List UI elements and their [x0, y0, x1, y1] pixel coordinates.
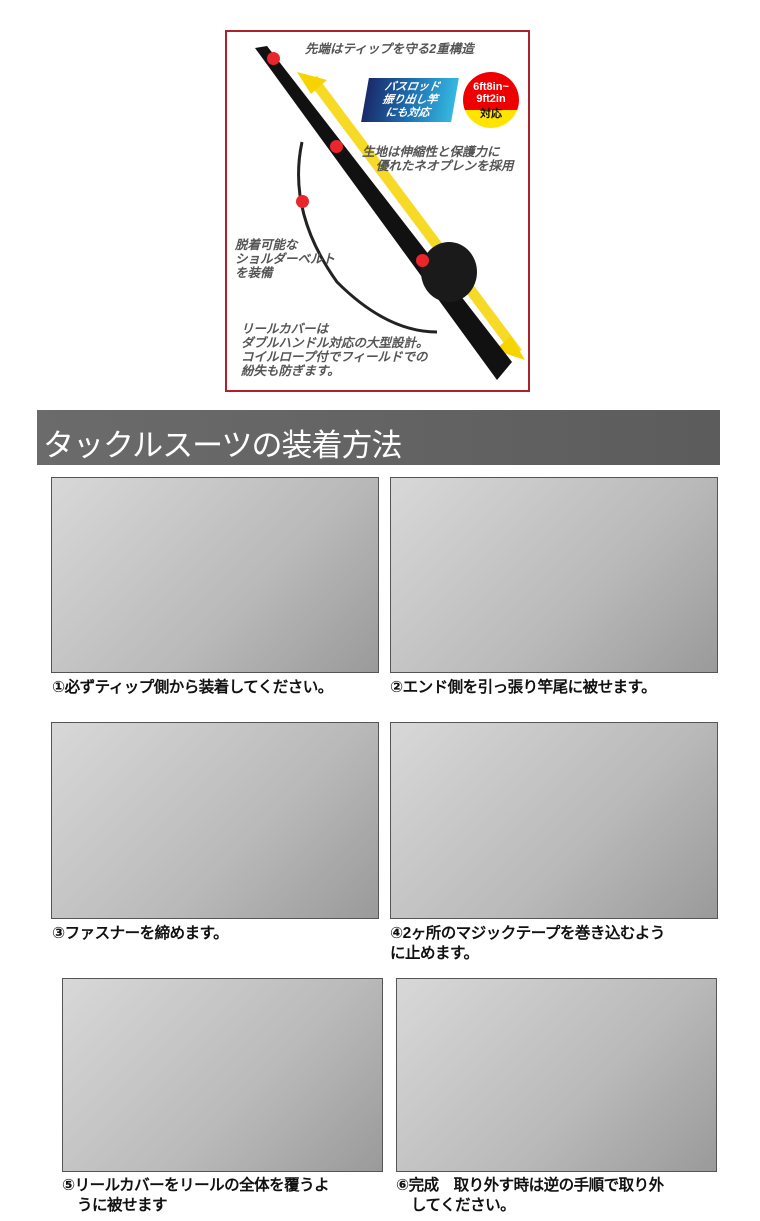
step-1-photo: [51, 477, 379, 673]
step-4-caption: ④2ヶ所のマジックテープを巻き込むよう に止めます。: [390, 924, 665, 964]
caption-line: ⑤リールカバーをリールの全体を覆うよ: [62, 1177, 330, 1194]
step-5-photo: [62, 978, 383, 1172]
note-line: を装備: [235, 266, 273, 280]
step-5-caption: ⑤リールカバーをリールの全体を覆うよ うに被せます: [62, 1176, 330, 1216]
badge-line: 9ft2in: [476, 93, 506, 105]
step-3-caption: ③ファスナーを締めます。: [52, 924, 229, 944]
section-banner: タックルスーツの装着方法: [37, 410, 720, 465]
caption-line: ③ファスナーを締めます。: [52, 925, 229, 942]
product-feature-image: 先端はティップを守る2重構造 バスロッド 振り出し竿 にも対応 6ft8in~ …: [225, 30, 530, 392]
note-line: 脱着可能な: [235, 238, 298, 252]
callout-dot: [416, 254, 429, 267]
step-4-photo: [390, 722, 718, 919]
badge-line: 振り出し竿: [381, 94, 439, 106]
caption-line: してください。: [396, 1197, 516, 1214]
bass-rod-badge: バスロッド 振り出し竿 にも対応: [361, 78, 459, 122]
note-line: ダブルハンドル対応の大型設計。: [241, 336, 429, 350]
note-line: リールカバーは: [241, 322, 329, 336]
caption-line: ④2ヶ所のマジックテープを巻き込むよう: [390, 925, 665, 942]
step-2-caption: ②エンド側を引っ張り竿尾に被せます。: [390, 678, 657, 698]
reel-cover: [421, 242, 477, 302]
note-line: 紛失も防ぎます。: [241, 364, 340, 378]
step-6-caption: ⑥完成 取り外す時は逆の手順で取り外 してください。: [396, 1176, 664, 1216]
arrow-head-bottom: [495, 336, 525, 360]
section-title: タックルスーツの装着方法: [43, 428, 402, 463]
caption-line: ②エンド側を引っ張り竿尾に被せます。: [390, 679, 657, 696]
tip-note: 先端はティップを守る2重構造: [305, 42, 474, 56]
callout-dot: [296, 195, 309, 208]
step-2-photo: [390, 477, 718, 673]
step-1-caption: ①必ずティップ側から装着してください。: [52, 678, 333, 698]
callout-dot: [267, 52, 280, 65]
caption-line: うに被せます: [62, 1197, 168, 1214]
note-line: コイルロープ付でフィールドでの: [241, 350, 428, 364]
note-line: 優れたネオプレンを採用: [376, 159, 514, 173]
note-line: ショルダーベルト: [235, 252, 336, 266]
step-3-photo: [51, 722, 379, 919]
note-line: 生地は伸縮性と保護力に: [362, 145, 500, 159]
material-note: 生地は伸縮性と保護力に 優れたネオプレンを採用: [362, 145, 514, 173]
size-badge: 6ft8in~ 9ft2in 対応: [463, 72, 519, 128]
arrow-head-top: [297, 72, 327, 94]
badge-line: にも対応: [384, 107, 431, 119]
step-6-photo: [396, 978, 717, 1172]
belt-note: 脱着可能な ショルダーベルト を装備: [235, 238, 335, 280]
caption-line: に止めます。: [390, 945, 479, 962]
badge-line: 対応: [480, 108, 502, 120]
caption-line: ⑥完成 取り外す時は逆の手順で取り外: [396, 1177, 664, 1194]
callout-dot: [330, 140, 343, 153]
rod-case-illustration: [255, 46, 525, 380]
reel-note: リールカバーは ダブルハンドル対応の大型設計。 コイルロープ付でフィールドでの …: [241, 322, 429, 378]
badge-line: バスロッド: [383, 81, 441, 93]
caption-line: ①必ずティップ側から装着してください。: [52, 679, 333, 696]
badge-line: 6ft8in~: [473, 81, 509, 93]
shoulder-belt: [297, 141, 438, 334]
